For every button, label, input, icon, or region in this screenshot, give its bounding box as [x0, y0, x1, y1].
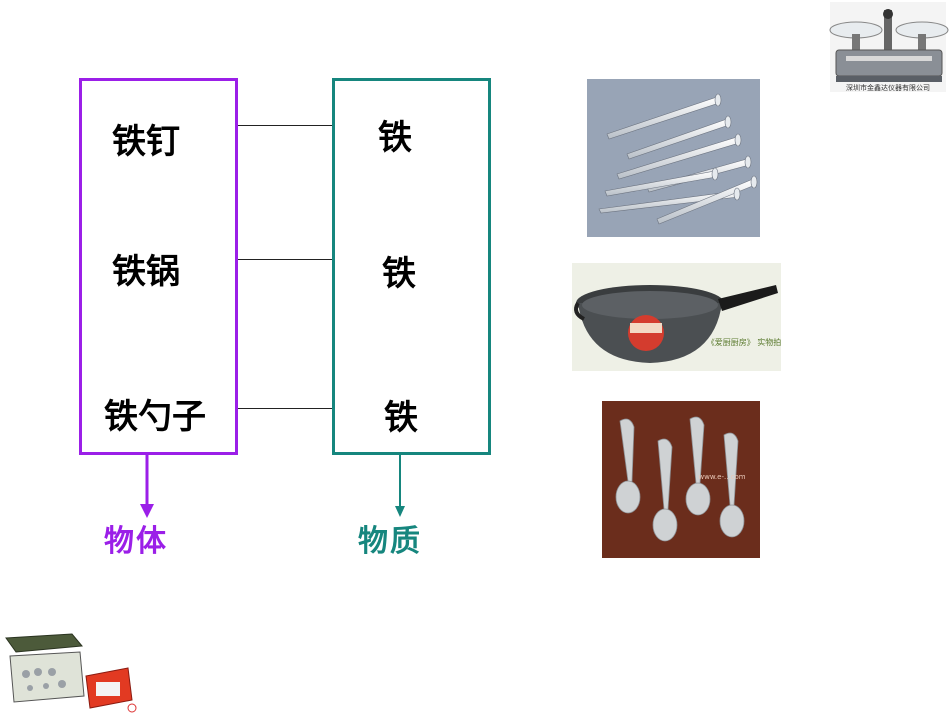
object-label-spoon: 铁勺子	[104, 397, 206, 437]
substance-down-arrow	[395, 455, 405, 517]
substance-box	[332, 78, 491, 455]
object-label-nail: 铁钉	[112, 122, 180, 162]
substance-label-3: 铁	[384, 398, 418, 438]
wok-image: 《爱厨厨房》 实物拍摄	[572, 263, 781, 371]
weight-box-image	[0, 626, 140, 713]
substance-label-1: 铁	[378, 118, 412, 158]
balance-caption: 深圳市金鑫达仪器有限公司	[846, 83, 930, 92]
category-object: 物体	[104, 524, 168, 559]
connector-line-1	[238, 125, 332, 126]
substance-label-2: 铁	[382, 254, 416, 294]
connector-line-3	[238, 408, 332, 409]
objects-box	[79, 78, 238, 455]
nails-image	[587, 79, 760, 237]
spoons-image: www.e-...com	[602, 401, 760, 558]
object-label-wok: 铁锅	[112, 252, 180, 292]
connector-line-2	[238, 259, 332, 260]
spoon-watermark: www.e-...com	[698, 473, 745, 481]
wok-caption: 《爱厨厨房》 实物拍摄	[707, 337, 781, 347]
category-substance: 物质	[358, 524, 422, 559]
object-down-arrow	[140, 455, 154, 518]
balance-scale-image: 深圳市金鑫达仪器有限公司	[826, 0, 950, 94]
